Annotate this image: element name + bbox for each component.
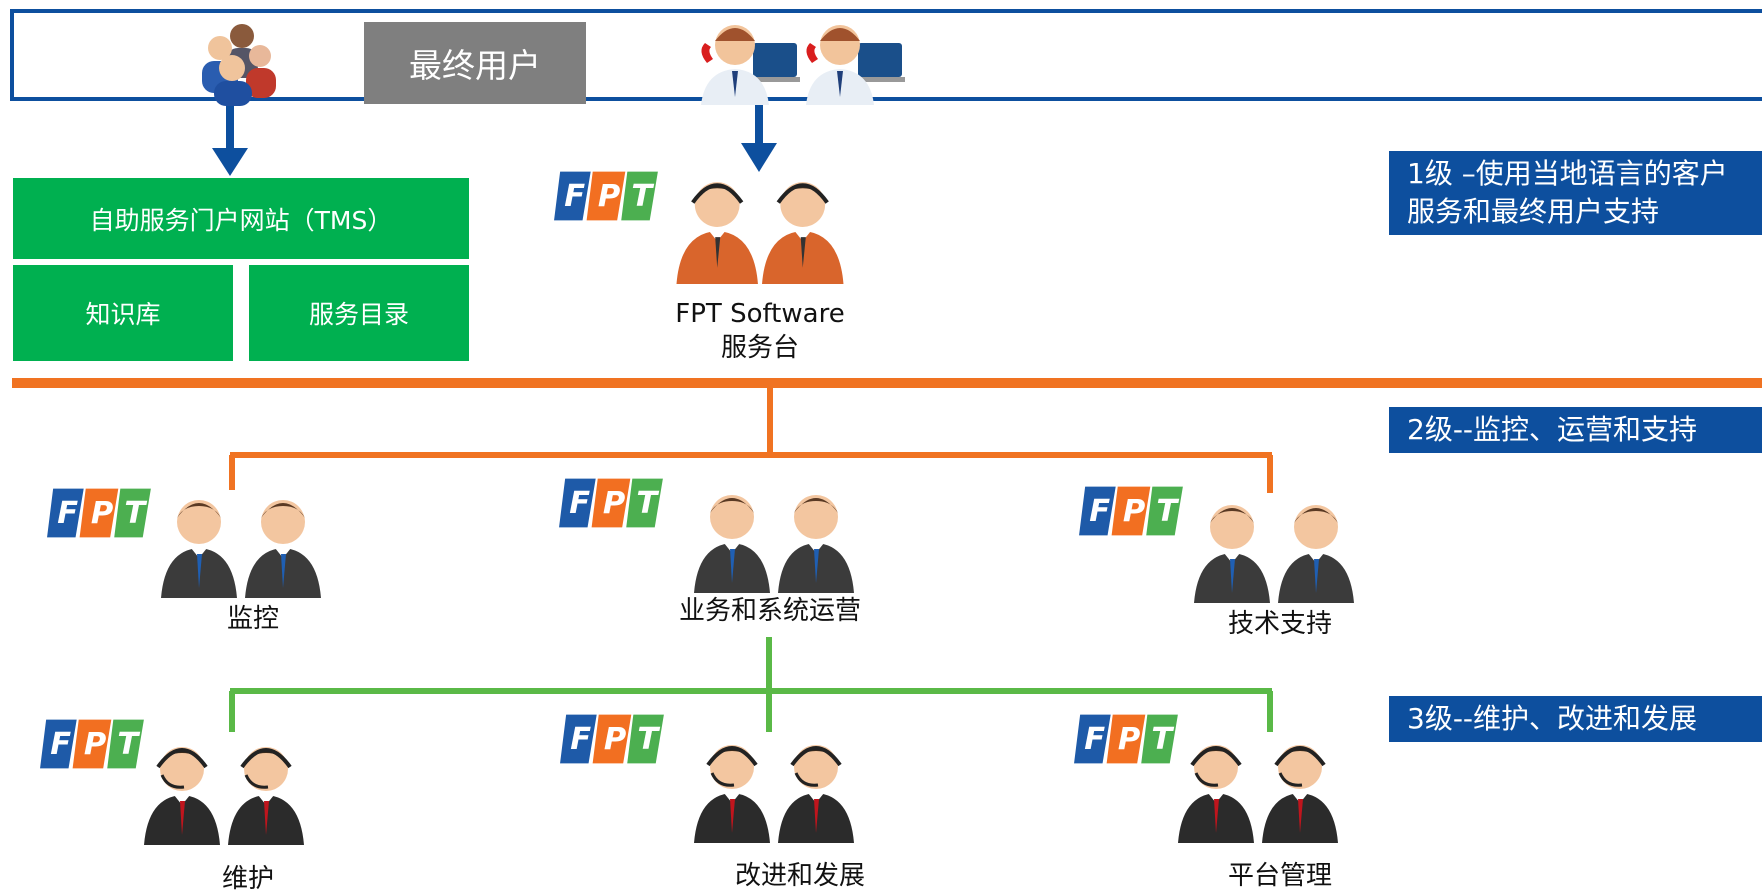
service-desk-caption: FPT Software 服务台 [660,297,860,365]
service-catalog-box: 服务目录 [249,265,469,361]
team-improvement-label: 改进和发展 [734,861,865,891]
fpt-logo [552,165,664,227]
fpt-logo [45,482,157,544]
team-maintenance-label: 维护 [221,864,274,894]
team-tech-support-label: 技术支持 [1227,609,1332,639]
monitoring-team-icon [157,488,327,598]
end-user-label: 最终用户 [364,22,586,104]
phone-agents-icon [701,25,905,105]
knowledge-base-box: 知识库 [13,265,233,361]
level-3-label: 3级--维护、改进和发展 [1389,696,1762,742]
operations-team-icon [690,483,860,593]
end-user-bar [10,9,1762,101]
arrow-to-portal [212,104,248,176]
user-group-icon [202,24,276,106]
self-service-portal-box: 自助服务门户网站（TMS） [13,178,469,259]
arrow-to-service-desk [741,104,777,172]
tech-support-team-icon [1190,493,1360,603]
level-1-label: 1级 –使用当地语言的客户服务和最终用户支持 [1389,151,1762,235]
fpt-logo [557,472,669,534]
fpt-logo [1072,708,1184,770]
team-monitoring-label: 监控 [226,604,279,634]
fpt-logo [1077,480,1189,542]
level-2-label: 2级--监控、运营和支持 [1389,407,1762,453]
service-desk-agents-icon [668,172,854,284]
team-platform-label: 平台管理 [1227,861,1332,891]
service-desk-name: FPT Software [675,299,845,329]
improvement-team-icon [690,733,860,843]
fpt-logo [558,708,670,770]
maintenance-team-icon [140,735,310,845]
service-desk-label: 服务台 [720,333,799,363]
platform-team-icon [1174,733,1344,843]
fpt-logo [38,713,150,775]
team-operations-label: 业务和系统运营 [678,596,861,626]
